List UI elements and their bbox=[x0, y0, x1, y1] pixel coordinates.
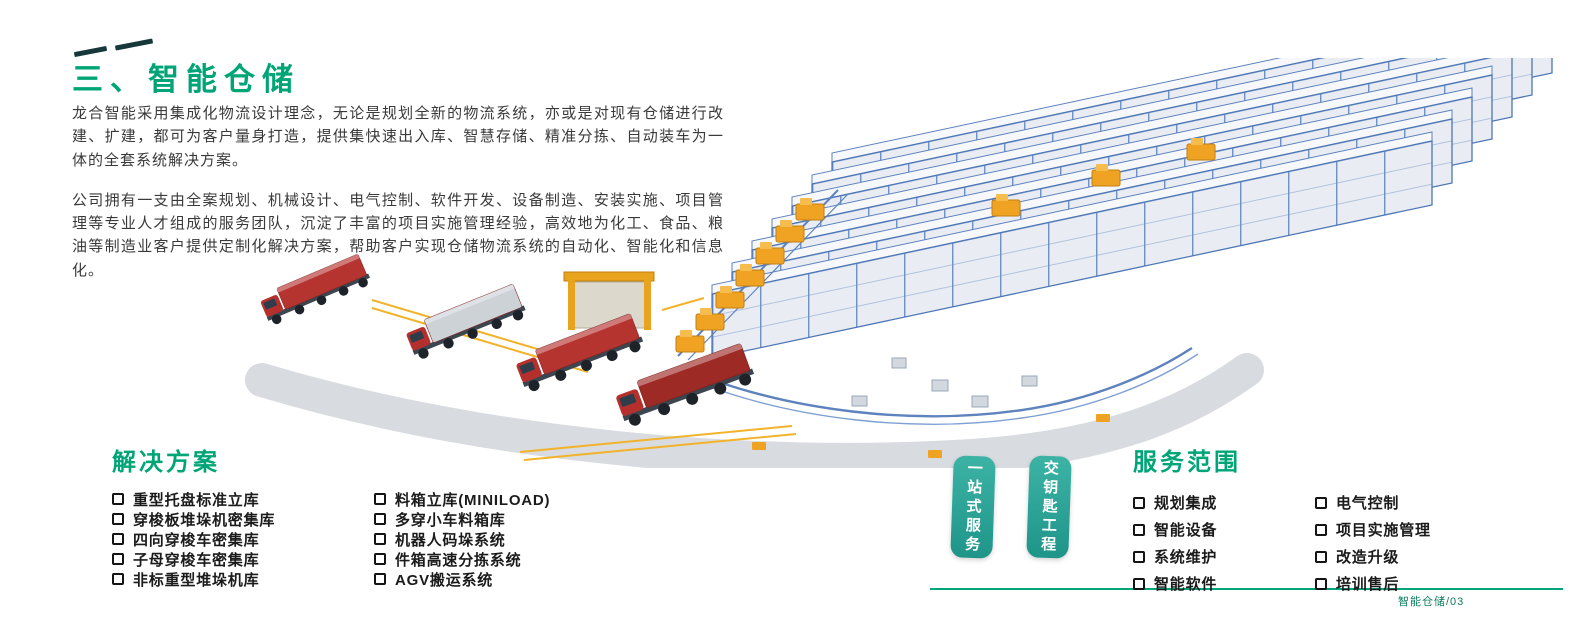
square-bullet-icon bbox=[1133, 577, 1145, 590]
section-title: 三、智能仓储 bbox=[72, 62, 300, 97]
ribbon-turnkey-project-label: 交钥匙工程 bbox=[1038, 459, 1060, 555]
service-item: 改造升级 bbox=[1315, 543, 1529, 570]
services-column-2: 电气控制 项目实施管理 改造升级 培训售后 bbox=[1315, 489, 1529, 597]
service-item-label: 智能软件 bbox=[1154, 576, 1218, 593]
square-bullet-icon bbox=[112, 513, 124, 525]
solution-item-label: 重型托盘标准立库 bbox=[133, 491, 260, 509]
service-item: 培训售后 bbox=[1315, 570, 1529, 597]
square-bullet-icon bbox=[1133, 550, 1145, 563]
service-item-label: 电气控制 bbox=[1336, 495, 1400, 512]
square-bullet-icon bbox=[374, 553, 386, 565]
solution-item: 件箱高速分拣系统 bbox=[374, 549, 626, 569]
square-bullet-icon bbox=[1315, 523, 1327, 536]
intro-paragraph-1: 龙合智能采用集成化物流设计理念，无论是规划全新的物流系统，亦或是对现有仓储进行改… bbox=[72, 105, 724, 169]
service-item: 电气控制 bbox=[1315, 489, 1529, 516]
service-item-label: 改造升级 bbox=[1336, 549, 1400, 566]
square-bullet-icon bbox=[112, 553, 124, 565]
square-bullet-icon bbox=[1133, 496, 1145, 509]
pallet-stacks bbox=[851, 357, 1038, 408]
square-bullet-icon bbox=[1315, 550, 1327, 563]
solution-item: 四向穿梭车密集库 bbox=[112, 529, 374, 549]
service-item-label: 智能设备 bbox=[1154, 522, 1218, 539]
agv-units bbox=[752, 414, 1110, 458]
square-bullet-icon bbox=[1133, 523, 1145, 536]
square-bullet-icon bbox=[112, 533, 124, 545]
title-accent-dash-2 bbox=[114, 38, 154, 51]
solution-item-label: AGV搬运系统 bbox=[395, 571, 494, 589]
service-item-label: 规划集成 bbox=[1154, 495, 1218, 512]
service-item: 系统维护 bbox=[1133, 543, 1315, 570]
service-item-label: 项目实施管理 bbox=[1336, 522, 1431, 539]
ribbon-one-stop-service: 一站式服务 bbox=[950, 455, 996, 559]
services-title: 服务范围 bbox=[1133, 449, 1241, 476]
ribbon-turnkey-project: 交钥匙工程 bbox=[1026, 455, 1072, 559]
square-bullet-icon bbox=[1315, 496, 1327, 509]
square-bullet-icon bbox=[112, 493, 124, 505]
solution-item: 穿梭板堆垛机密集库 bbox=[112, 509, 374, 529]
solution-item-label: 多穿小车料箱库 bbox=[395, 511, 506, 529]
solution-item: AGV搬运系统 bbox=[374, 569, 626, 589]
solution-item-label: 四向穿梭车密集库 bbox=[133, 531, 260, 549]
roadway bbox=[245, 353, 1264, 468]
solutions-column-1: 重型托盘标准立库 穿梭板堆垛机密集库 四向穿梭车密集库 子母穿梭车密集库 非标重… bbox=[112, 489, 374, 589]
square-bullet-icon bbox=[374, 533, 386, 545]
pallet-rack-block bbox=[711, 58, 1553, 359]
solution-item-label: 非标重型堆垛机库 bbox=[133, 571, 260, 589]
warehouse-illustration bbox=[245, 58, 1553, 468]
solution-item-label: 机器人码垛系统 bbox=[395, 531, 506, 549]
services-section: 服务范围 规划集成 智能设备 系统维护 智能软件 电气控制 项目实施管理 改造升… bbox=[1133, 442, 1529, 597]
service-item-label: 培训售后 bbox=[1336, 576, 1400, 593]
solution-item: 料箱立库(MINILOAD) bbox=[374, 489, 626, 509]
intro-text-block: 龙合智能采用集成化物流设计理念，无论是规划全新的物流系统，亦或是对现有仓储进行改… bbox=[72, 102, 724, 299]
service-item: 项目实施管理 bbox=[1315, 516, 1529, 543]
solutions-section: 解决方案 重型托盘标准立库 穿梭板堆垛机密集库 四向穿梭车密集库 子母穿梭车密集… bbox=[112, 442, 626, 589]
square-bullet-icon bbox=[374, 573, 386, 585]
page-footer-label: 智能仓储/03 bbox=[1398, 596, 1465, 608]
solution-item: 机器人码垛系统 bbox=[374, 529, 626, 549]
solution-item: 非标重型堆垛机库 bbox=[112, 569, 374, 589]
solution-item: 多穿小车料箱库 bbox=[374, 509, 626, 529]
service-item: 智能软件 bbox=[1133, 570, 1315, 597]
services-column-1: 规划集成 智能设备 系统维护 智能软件 bbox=[1133, 489, 1315, 597]
solutions-title: 解决方案 bbox=[112, 449, 220, 476]
solution-item: 重型托盘标准立库 bbox=[112, 489, 374, 509]
square-bullet-icon bbox=[374, 493, 386, 505]
service-item-label: 系统维护 bbox=[1154, 549, 1218, 566]
service-item: 智能设备 bbox=[1133, 516, 1315, 543]
solution-item-label: 穿梭板堆垛机密集库 bbox=[133, 511, 276, 529]
conveyor-loop bbox=[701, 346, 1199, 425]
solutions-column-2: 料箱立库(MINILOAD) 多穿小车料箱库 机器人码垛系统 件箱高速分拣系统 … bbox=[374, 489, 626, 589]
solution-item-label: 料箱立库(MINILOAD) bbox=[395, 491, 551, 509]
square-bullet-icon bbox=[112, 573, 124, 585]
solution-item-label: 子母穿梭车密集库 bbox=[133, 551, 260, 569]
square-bullet-icon bbox=[1315, 577, 1327, 590]
square-bullet-icon bbox=[374, 513, 386, 525]
ribbon-one-stop-service-label: 一站式服务 bbox=[962, 459, 984, 555]
footer-divider-line bbox=[930, 588, 1563, 590]
solution-item: 子母穿梭车密集库 bbox=[112, 549, 374, 569]
intro-paragraph-2: 公司拥有一支由全案规划、机械设计、电气控制、软件开发、设备制造、安装实施、项目管… bbox=[72, 191, 724, 279]
solution-item-label: 件箱高速分拣系统 bbox=[395, 551, 522, 569]
service-item: 规划集成 bbox=[1133, 489, 1315, 516]
